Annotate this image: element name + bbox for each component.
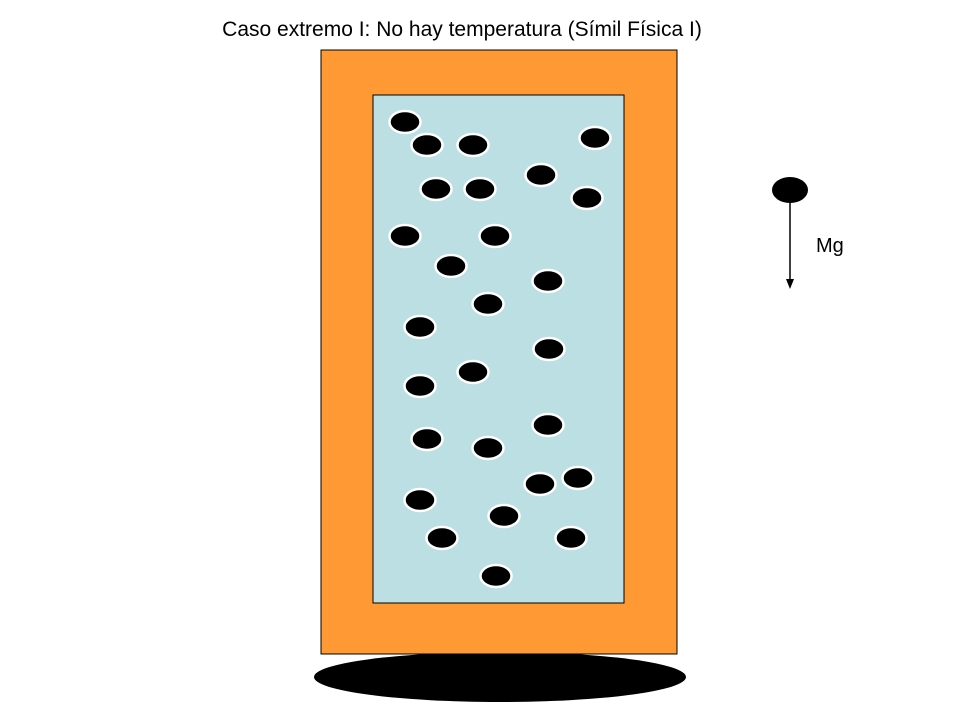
- particle: [524, 162, 558, 188]
- particle: [403, 373, 437, 399]
- particle: [523, 471, 557, 497]
- particle: [471, 435, 505, 461]
- particle: [478, 223, 512, 249]
- particle: [403, 487, 437, 513]
- particles-group: [388, 109, 612, 589]
- particle: [487, 503, 521, 529]
- falling-mass: [772, 177, 808, 203]
- particle: [479, 563, 513, 589]
- particle: [410, 132, 444, 158]
- page-title: Caso extremo I: No hay temperatura (Sími…: [222, 18, 702, 41]
- particle: [403, 314, 437, 340]
- particle: [456, 132, 490, 158]
- particle: [434, 253, 468, 279]
- particle: [531, 268, 565, 294]
- particle: [531, 412, 565, 438]
- base-ellipse: [314, 652, 686, 702]
- particle: [425, 525, 459, 551]
- particle: [456, 359, 490, 385]
- particle: [463, 176, 497, 202]
- particle: [532, 336, 566, 362]
- particle: [388, 223, 422, 249]
- particle: [554, 525, 588, 551]
- particle: [578, 125, 612, 151]
- particle: [410, 426, 444, 452]
- particle: [471, 291, 505, 317]
- force-label: Mg: [816, 235, 844, 257]
- particle: [419, 176, 453, 202]
- particle: [388, 109, 422, 135]
- particle: [561, 465, 595, 491]
- particle: [570, 185, 604, 211]
